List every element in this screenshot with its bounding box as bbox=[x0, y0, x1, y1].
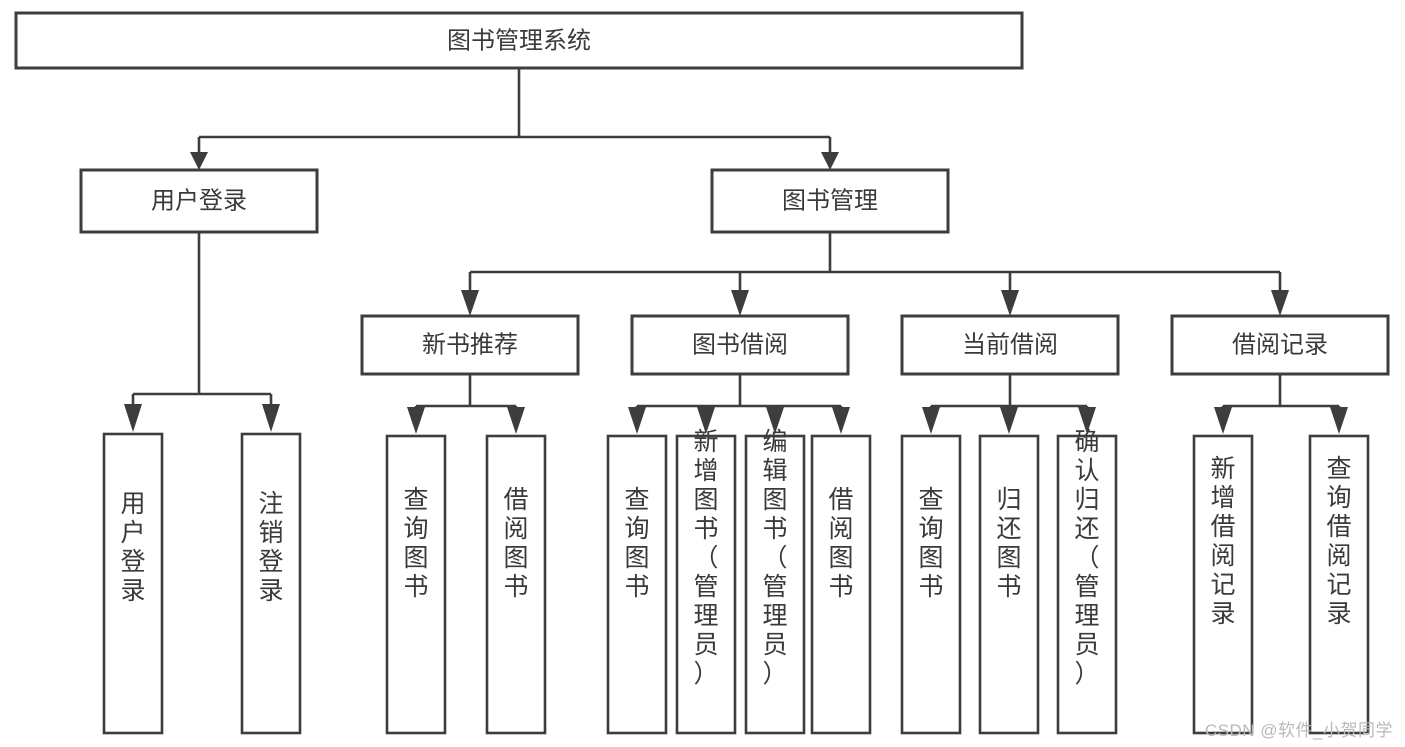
leaf-node[interactable]: 查询图书 bbox=[606, 434, 668, 735]
arrow-head-icon bbox=[697, 407, 715, 434]
leaf-node[interactable]: 编辑图书（管理员） bbox=[744, 428, 806, 735]
node-book-manage[interactable]: 图书管理 bbox=[710, 168, 950, 234]
leaf-node[interactable]: 借阅图书 bbox=[485, 434, 547, 735]
leaf-label: 查询图书 bbox=[918, 486, 943, 601]
leaf-node[interactable]: 用户登录 bbox=[102, 432, 164, 735]
edges-current-borrow-to-leaves bbox=[922, 374, 1096, 434]
edges-book-borrow-to-leaves bbox=[628, 374, 850, 434]
node-new-book-recommend[interactable]: 新书推荐 bbox=[360, 314, 580, 376]
edges-book-manage-to-level3 bbox=[461, 232, 1289, 316]
arrow-head-icon bbox=[628, 407, 646, 434]
arrow-head-icon bbox=[1000, 407, 1018, 434]
arrow-head-icon bbox=[1271, 290, 1289, 316]
leaf-box[interactable] bbox=[810, 434, 872, 735]
node-borrow-records[interactable]: 借阅记录 bbox=[1170, 314, 1390, 376]
leaf-box[interactable] bbox=[1056, 434, 1118, 735]
leaf-node[interactable]: 新增图书（管理员） bbox=[675, 428, 737, 735]
node-new-book-recommend-box[interactable] bbox=[360, 314, 580, 376]
arrow-head-icon bbox=[1078, 407, 1096, 434]
leaf-box[interactable] bbox=[485, 434, 547, 735]
arrow-head-icon bbox=[190, 152, 208, 170]
edges-new-book-to-leaves bbox=[407, 374, 525, 434]
arrow-head-icon bbox=[124, 404, 142, 432]
leaf-label: 归还图书 bbox=[996, 486, 1021, 601]
leaf-box[interactable] bbox=[1192, 434, 1254, 735]
arrow-head-icon bbox=[407, 407, 425, 434]
leaf-label: 注销登录 bbox=[258, 490, 283, 605]
node-root-label: 图书管理系统 bbox=[447, 27, 591, 54]
arrow-head-icon bbox=[832, 407, 850, 434]
node-book-borrow[interactable]: 图书借阅 bbox=[630, 314, 850, 376]
leaf-node[interactable]: 归还图书 bbox=[978, 434, 1040, 735]
node-root-box[interactable] bbox=[14, 11, 1024, 70]
leaf-box[interactable] bbox=[978, 434, 1040, 735]
leaf-box[interactable] bbox=[385, 434, 447, 735]
leaf-label: 查询图书 bbox=[624, 486, 649, 601]
node-root[interactable]: 图书管理系统 bbox=[14, 11, 1024, 70]
node-borrow-records-box[interactable] bbox=[1170, 314, 1390, 376]
node-user-login-box[interactable] bbox=[79, 168, 319, 234]
node-book-borrow-box[interactable] bbox=[630, 314, 850, 376]
leaf-node[interactable]: 新增借阅记录 bbox=[1192, 434, 1254, 735]
leaf-box[interactable] bbox=[744, 434, 806, 735]
leaf-box[interactable] bbox=[675, 434, 737, 735]
node-current-borrow-box[interactable] bbox=[900, 314, 1120, 376]
leaf-node[interactable]: 确认归还（管理员） bbox=[1056, 428, 1118, 735]
leaf-label: 用户登录 bbox=[120, 490, 145, 605]
leaf-node[interactable]: 注销登录 bbox=[240, 432, 302, 735]
arrow-head-icon bbox=[731, 290, 749, 316]
node-borrow-records-label: 借阅记录 bbox=[1232, 331, 1328, 358]
arrow-head-icon bbox=[1214, 407, 1232, 434]
arrow-head-icon bbox=[766, 407, 784, 434]
node-book-manage-label: 图书管理 bbox=[782, 187, 878, 214]
arrow-head-icon bbox=[507, 407, 525, 434]
arrow-head-icon bbox=[1001, 290, 1019, 316]
node-current-borrow[interactable]: 当前借阅 bbox=[900, 314, 1120, 376]
leaf-node[interactable]: 查询图书 bbox=[900, 434, 962, 735]
leaf-label: 新增借阅记录 bbox=[1210, 455, 1235, 628]
node-new-book-recommend-label: 新书推荐 bbox=[422, 331, 518, 358]
leaf-label: 查询借阅记录 bbox=[1326, 455, 1351, 628]
node-current-borrow-label: 当前借阅 bbox=[962, 331, 1058, 358]
node-user-login[interactable]: 用户登录 bbox=[79, 168, 319, 234]
arrow-head-icon bbox=[1330, 407, 1348, 434]
leaf-node[interactable]: 查询图书 bbox=[385, 434, 447, 735]
arrow-head-icon bbox=[461, 290, 479, 316]
edges-root-to-level2 bbox=[190, 68, 839, 170]
leaf-node[interactable]: 查询借阅记录 bbox=[1308, 434, 1370, 735]
leaf-box[interactable] bbox=[102, 432, 164, 735]
node-book-borrow-label: 图书借阅 bbox=[692, 331, 788, 358]
leaf-label: 借阅图书 bbox=[828, 486, 853, 601]
arrow-head-icon bbox=[262, 404, 280, 432]
edges-user-login-to-leaves bbox=[124, 232, 280, 432]
leaf-label: 查询图书 bbox=[403, 486, 428, 601]
leaf-label: 新增图书（管理员） bbox=[693, 428, 718, 688]
leaf-label: 编辑图书（管理员） bbox=[762, 428, 787, 688]
leaf-box[interactable] bbox=[1308, 434, 1370, 735]
leaf-node[interactable]: 借阅图书 bbox=[810, 434, 872, 735]
arrow-head-icon bbox=[922, 407, 940, 434]
leaf-box[interactable] bbox=[240, 432, 302, 735]
leaf-box[interactable] bbox=[900, 434, 962, 735]
node-user-login-label: 用户登录 bbox=[151, 187, 247, 214]
node-book-manage-box[interactable] bbox=[710, 168, 950, 234]
arrow-head-icon bbox=[821, 152, 839, 170]
edges-borrow-records-to-leaves bbox=[1214, 374, 1348, 434]
leaf-label: 确认归还（管理员） bbox=[1074, 428, 1099, 688]
leaf-label: 借阅图书 bbox=[503, 486, 528, 601]
leaf-box[interactable] bbox=[606, 434, 668, 735]
